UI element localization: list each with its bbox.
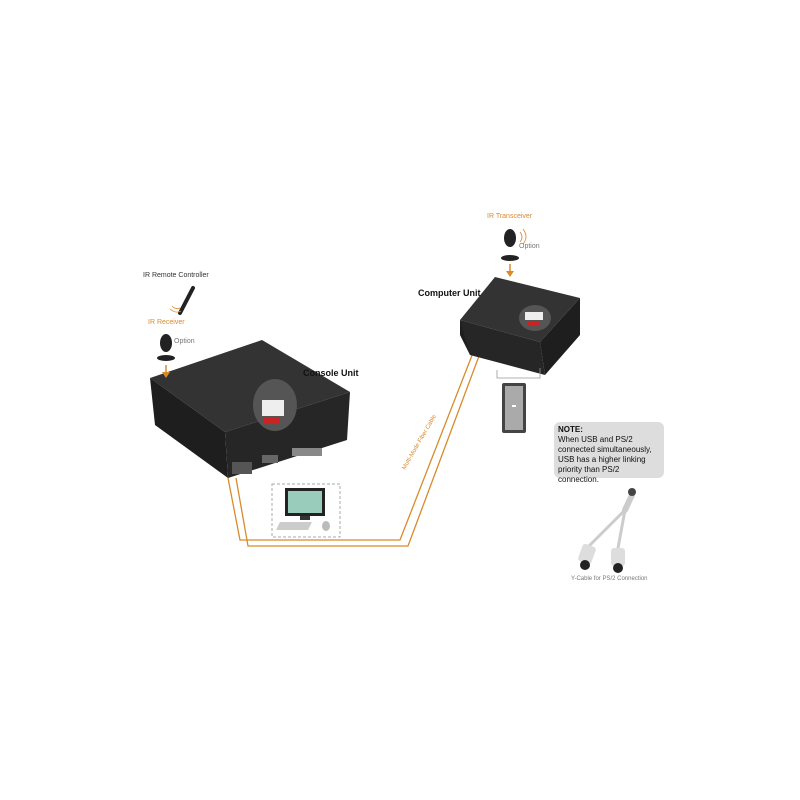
y-cable-ps2 (578, 488, 636, 573)
fiber-cables (227, 339, 486, 547)
computer-unit-label: Computer Unit (418, 288, 481, 298)
cable-label: Multi-Mode Fiber Cable (402, 413, 439, 471)
console-monitor-keyboard-mouse (271, 483, 341, 538)
note-text: When USB and PS/2 connected simultaneous… (558, 435, 652, 484)
y-cable-label: Y-Cable for PS/2 Connection (571, 576, 648, 582)
option-label-transceiver: Option (519, 243, 540, 250)
computer-unit-device (460, 277, 580, 375)
ir-transceiver-label: IR Transceiver (487, 213, 533, 220)
ir-receiver-label: IR Receiver (148, 319, 185, 326)
tower-pc (502, 383, 526, 433)
note-title: NOTE: (558, 425, 583, 434)
ir-transceiver-device (501, 228, 527, 277)
note-box: NOTE: When USB and PS/2 connected simult… (554, 422, 664, 484)
option-label-receiver: Option (174, 338, 195, 345)
console-unit-label: Console Unit (303, 368, 359, 378)
console-unit-device (150, 340, 350, 478)
ir-remote-label: IR Remote Controller (143, 272, 209, 279)
ir-remote-device (169, 286, 195, 315)
ir-receiver-device (157, 334, 175, 378)
